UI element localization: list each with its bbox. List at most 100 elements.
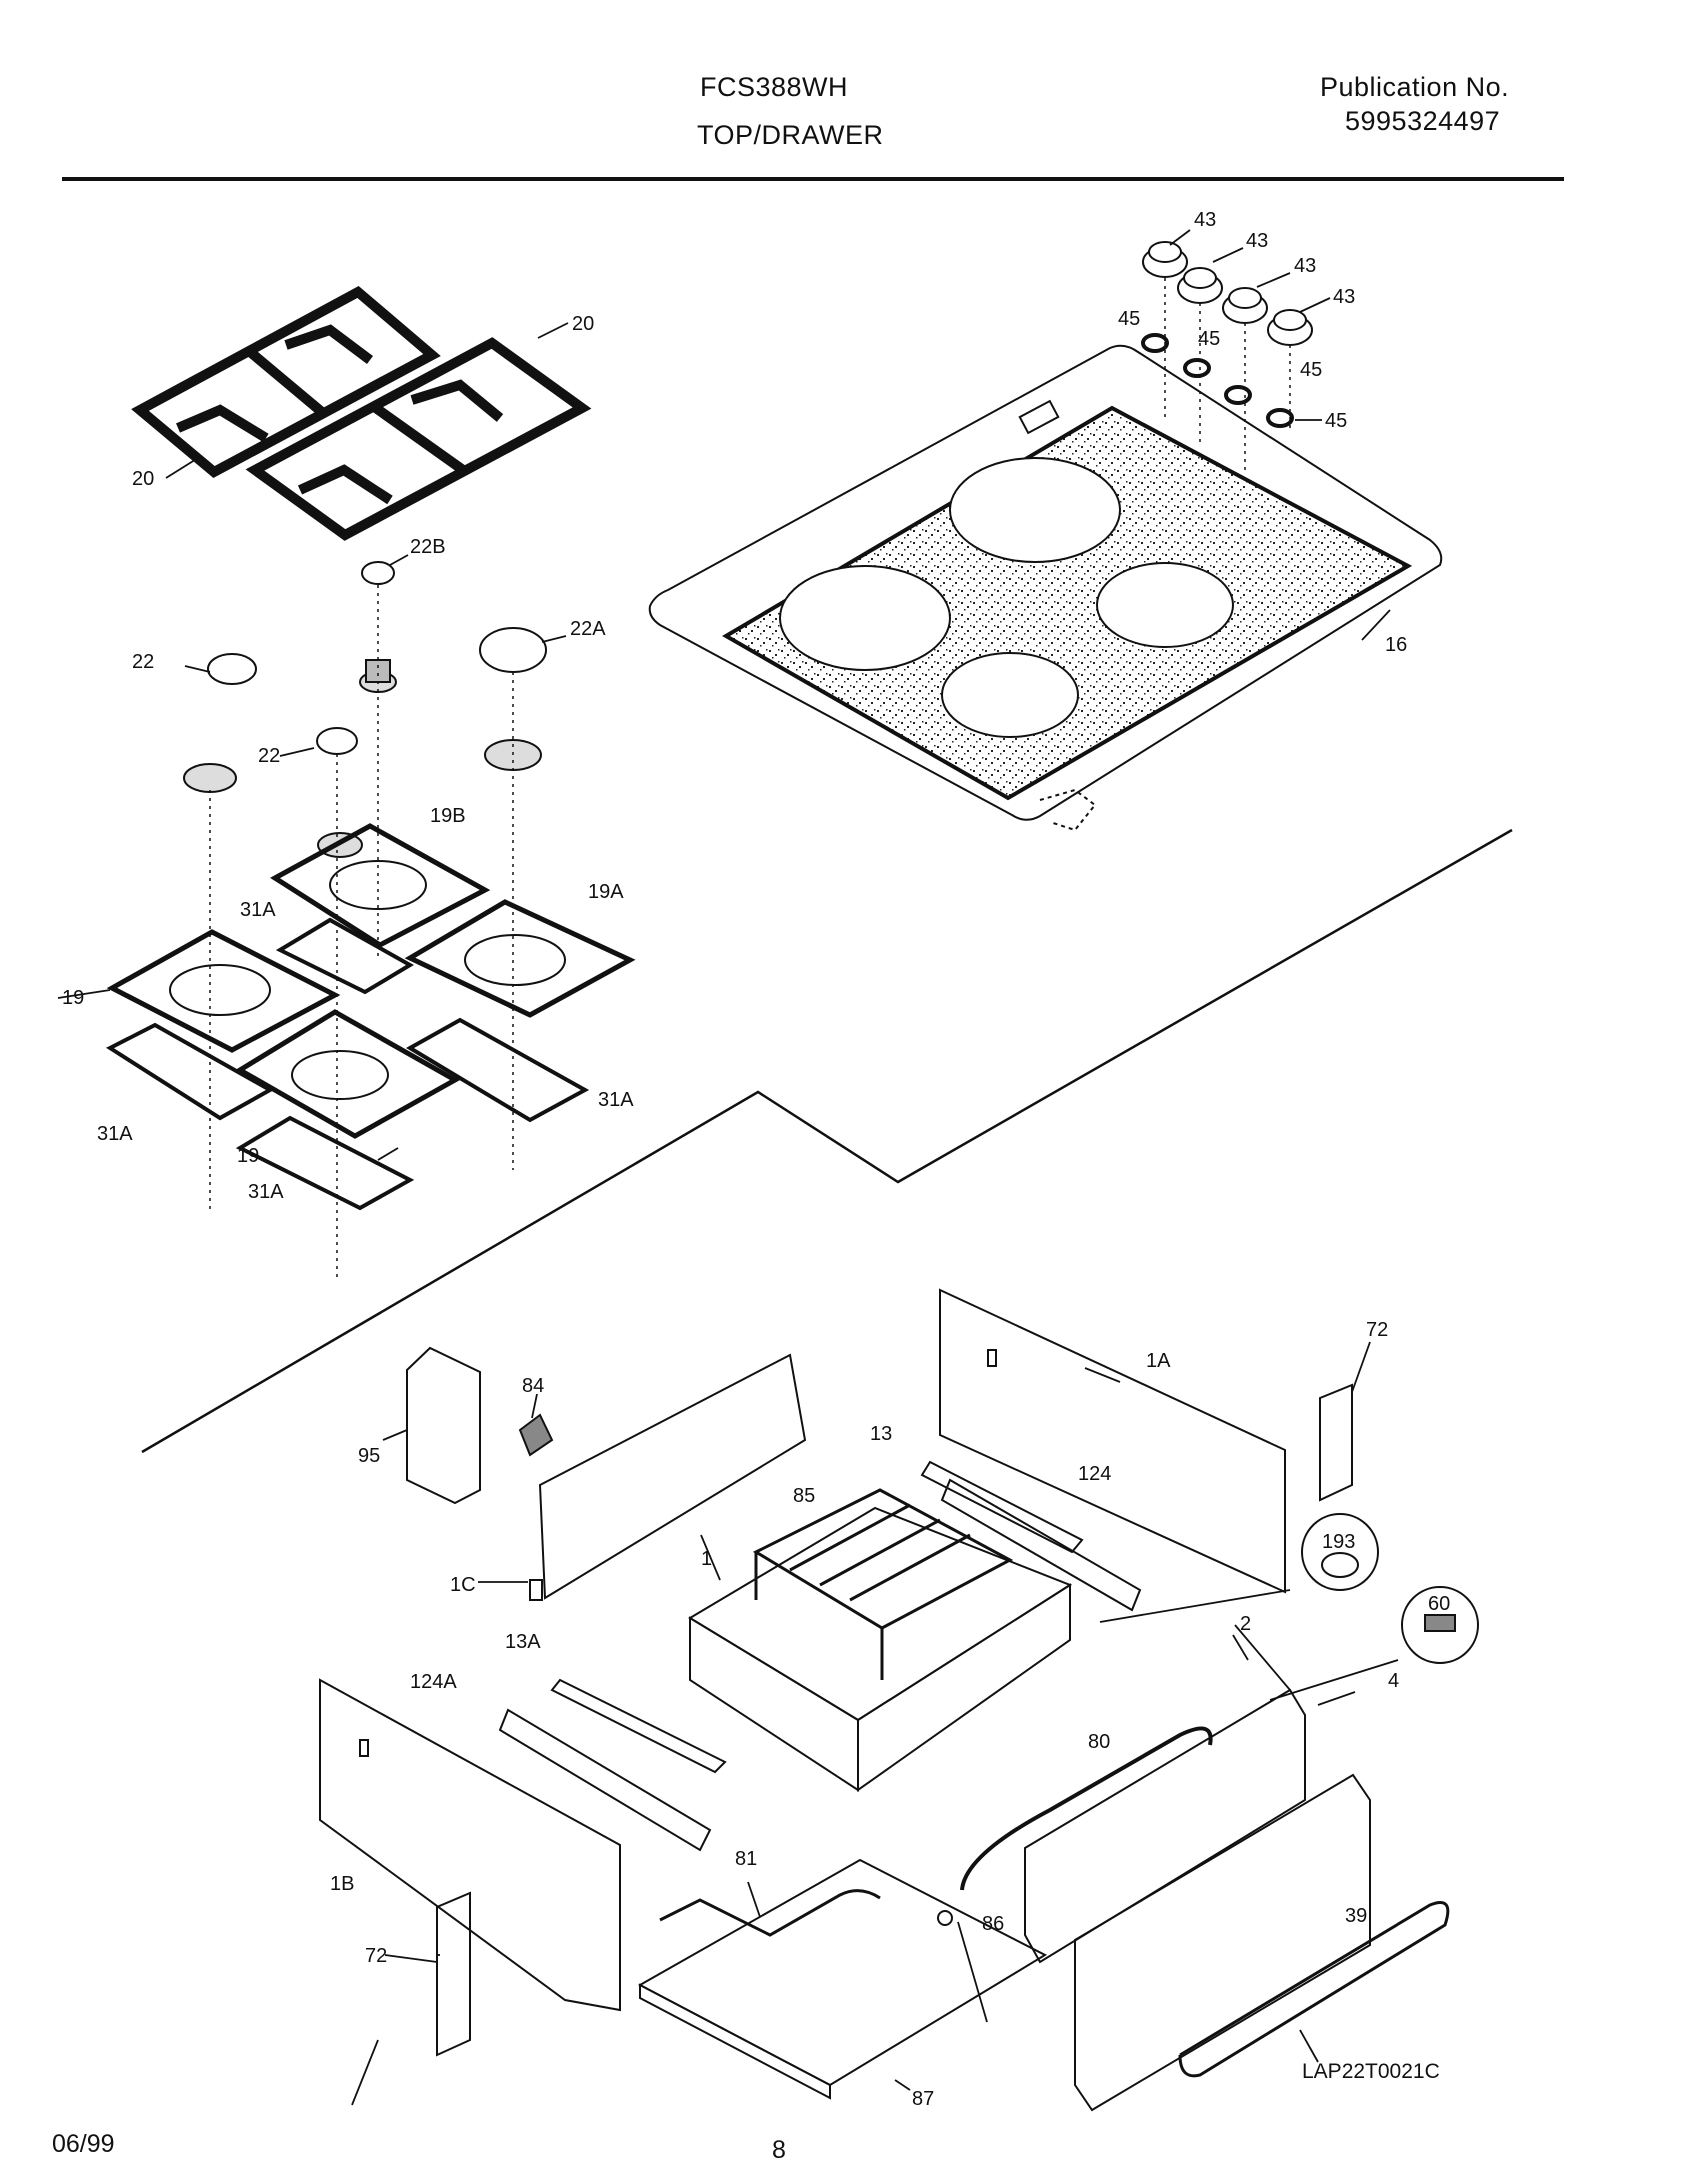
- callout-1: 1: [701, 1548, 712, 1570]
- callout-45-2: 45: [1198, 328, 1220, 350]
- callout-1a: 1A: [1146, 1350, 1171, 1372]
- callout-39: 39: [1345, 1905, 1367, 1927]
- callout-72-bottom: 72: [365, 1945, 387, 1967]
- burner-cap-22-center: [316, 727, 358, 755]
- callout-16: 16: [1385, 634, 1407, 656]
- clip-84: [518, 1413, 554, 1457]
- knob-bezel-3: [1224, 385, 1252, 405]
- slide-124: [940, 1478, 1142, 1612]
- callout-22a: 22A: [570, 618, 606, 640]
- callout-31a-right: 31A: [598, 1089, 634, 1111]
- callout-1b: 1B: [330, 1873, 354, 1895]
- knob-bezel-4: [1266, 408, 1294, 428]
- callout-31a-back: 31A: [240, 899, 276, 921]
- outer-panel-4: [1074, 1773, 1371, 2112]
- burner-pan-19b: [270, 823, 491, 948]
- callout-193: 193: [1322, 1531, 1355, 1553]
- burner-pan-19a: [404, 899, 636, 1018]
- section-title: TOP/DRAWER: [697, 120, 884, 150]
- callout-22-left: 22: [132, 651, 154, 673]
- callout-43-4: 43: [1333, 286, 1355, 308]
- callout-45-1: 45: [1118, 308, 1140, 330]
- callout-124a: 124A: [410, 1671, 457, 1693]
- callout-1c: 1C: [450, 1574, 476, 1596]
- gasket-31a-front: [235, 1115, 415, 1211]
- knob-bezel-2: [1183, 358, 1211, 378]
- bracket-72-bottom: [436, 1891, 471, 2057]
- callout-19a: 19A: [588, 881, 624, 903]
- burner-cap-22b: [361, 561, 395, 585]
- callout-22-center: 22: [258, 745, 280, 767]
- page-number: 8: [772, 2136, 786, 2164]
- burner-cap-22-left: [207, 653, 257, 685]
- element-81: [659, 1889, 881, 1937]
- callout-95: 95: [358, 1445, 380, 1467]
- callout-124: 124: [1078, 1463, 1111, 1485]
- callout-45-3: 45: [1300, 359, 1322, 381]
- burner-grate-right: [245, 337, 592, 541]
- screw-60: [1401, 1586, 1479, 1664]
- bumper-button-193: [1301, 1513, 1379, 1591]
- callout-4: 4: [1388, 1670, 1399, 1692]
- slide-124a: [498, 1708, 712, 1852]
- gasket-31a-back: [275, 917, 414, 995]
- callout-43-2: 43: [1246, 230, 1268, 252]
- header-rule: [62, 177, 1564, 181]
- callout-19b: 19B: [430, 805, 466, 827]
- gasket-31a-right: [406, 1017, 590, 1123]
- callout-43-1: 43: [1194, 209, 1216, 231]
- control-knob-4: [1267, 309, 1313, 346]
- gasket-31a-left: [105, 1022, 275, 1121]
- burner-cap-22a: [479, 627, 547, 673]
- callout-20-left: 20: [132, 468, 154, 490]
- callout-72-top: 72: [1366, 1319, 1388, 1341]
- knob-bezel-1: [1141, 333, 1169, 353]
- control-knob-3: [1222, 287, 1268, 324]
- drawing-code: LAP22T0021C: [1302, 2060, 1440, 2083]
- handle-39: [1178, 1901, 1450, 2078]
- broil-rack-85: [752, 1488, 1014, 1680]
- drawer-pan-87: [637, 1858, 1048, 2100]
- callout-31a-left: 31A: [97, 1123, 133, 1145]
- callout-31a-front: 31A: [248, 1181, 284, 1203]
- side-panel-1b: [319, 1678, 621, 2012]
- model-number: FCS388WH: [700, 72, 849, 102]
- rail-13a: [550, 1678, 727, 1774]
- bracket-72-top: [1319, 1383, 1353, 1502]
- box-95: [406, 1346, 481, 1505]
- callout-43-3: 43: [1294, 255, 1316, 277]
- callout-20-right: 20: [572, 313, 594, 335]
- callout-13a: 13A: [505, 1631, 541, 1653]
- publication-date: 06/99: [52, 2130, 115, 2158]
- callout-81: 81: [735, 1848, 757, 1870]
- callout-22b: 22B: [410, 536, 446, 558]
- side-panel-1c: [529, 1353, 807, 1601]
- callout-19-left: 19: [62, 987, 84, 1009]
- callout-19-center: 19: [237, 1145, 259, 1167]
- callout-80: 80: [1088, 1731, 1110, 1753]
- side-panel-1a: [939, 1288, 1286, 1594]
- callout-13: 13: [870, 1423, 892, 1445]
- drawer-1: [688, 1506, 1073, 1792]
- callout-60: 60: [1428, 1593, 1450, 1615]
- section-separator: [141, 828, 1513, 1454]
- burner-pan-19-left: [106, 929, 341, 1053]
- burner-grate-left: [131, 285, 441, 479]
- callout-2: 2: [1240, 1613, 1251, 1635]
- control-knob-1: [1142, 241, 1188, 278]
- rail-13: [920, 1460, 1084, 1554]
- burner-pan-19-center: [235, 1009, 461, 1139]
- publication-label: Publication No.: [1320, 72, 1510, 102]
- drawer-front-2: [1024, 1688, 1306, 1964]
- control-knob-2: [1177, 267, 1223, 304]
- callout-87: 87: [912, 2088, 934, 2110]
- clip-86: [937, 1910, 953, 1926]
- callout-86: 86: [982, 1913, 1004, 1935]
- cooktop-glass: [648, 344, 1443, 832]
- gasket-80: [960, 1726, 1213, 1891]
- callout-85: 85: [793, 1485, 815, 1507]
- burner-head-22-left: [183, 763, 237, 793]
- publication-number: 5995324497: [1345, 106, 1501, 136]
- callout-84: 84: [522, 1375, 544, 1397]
